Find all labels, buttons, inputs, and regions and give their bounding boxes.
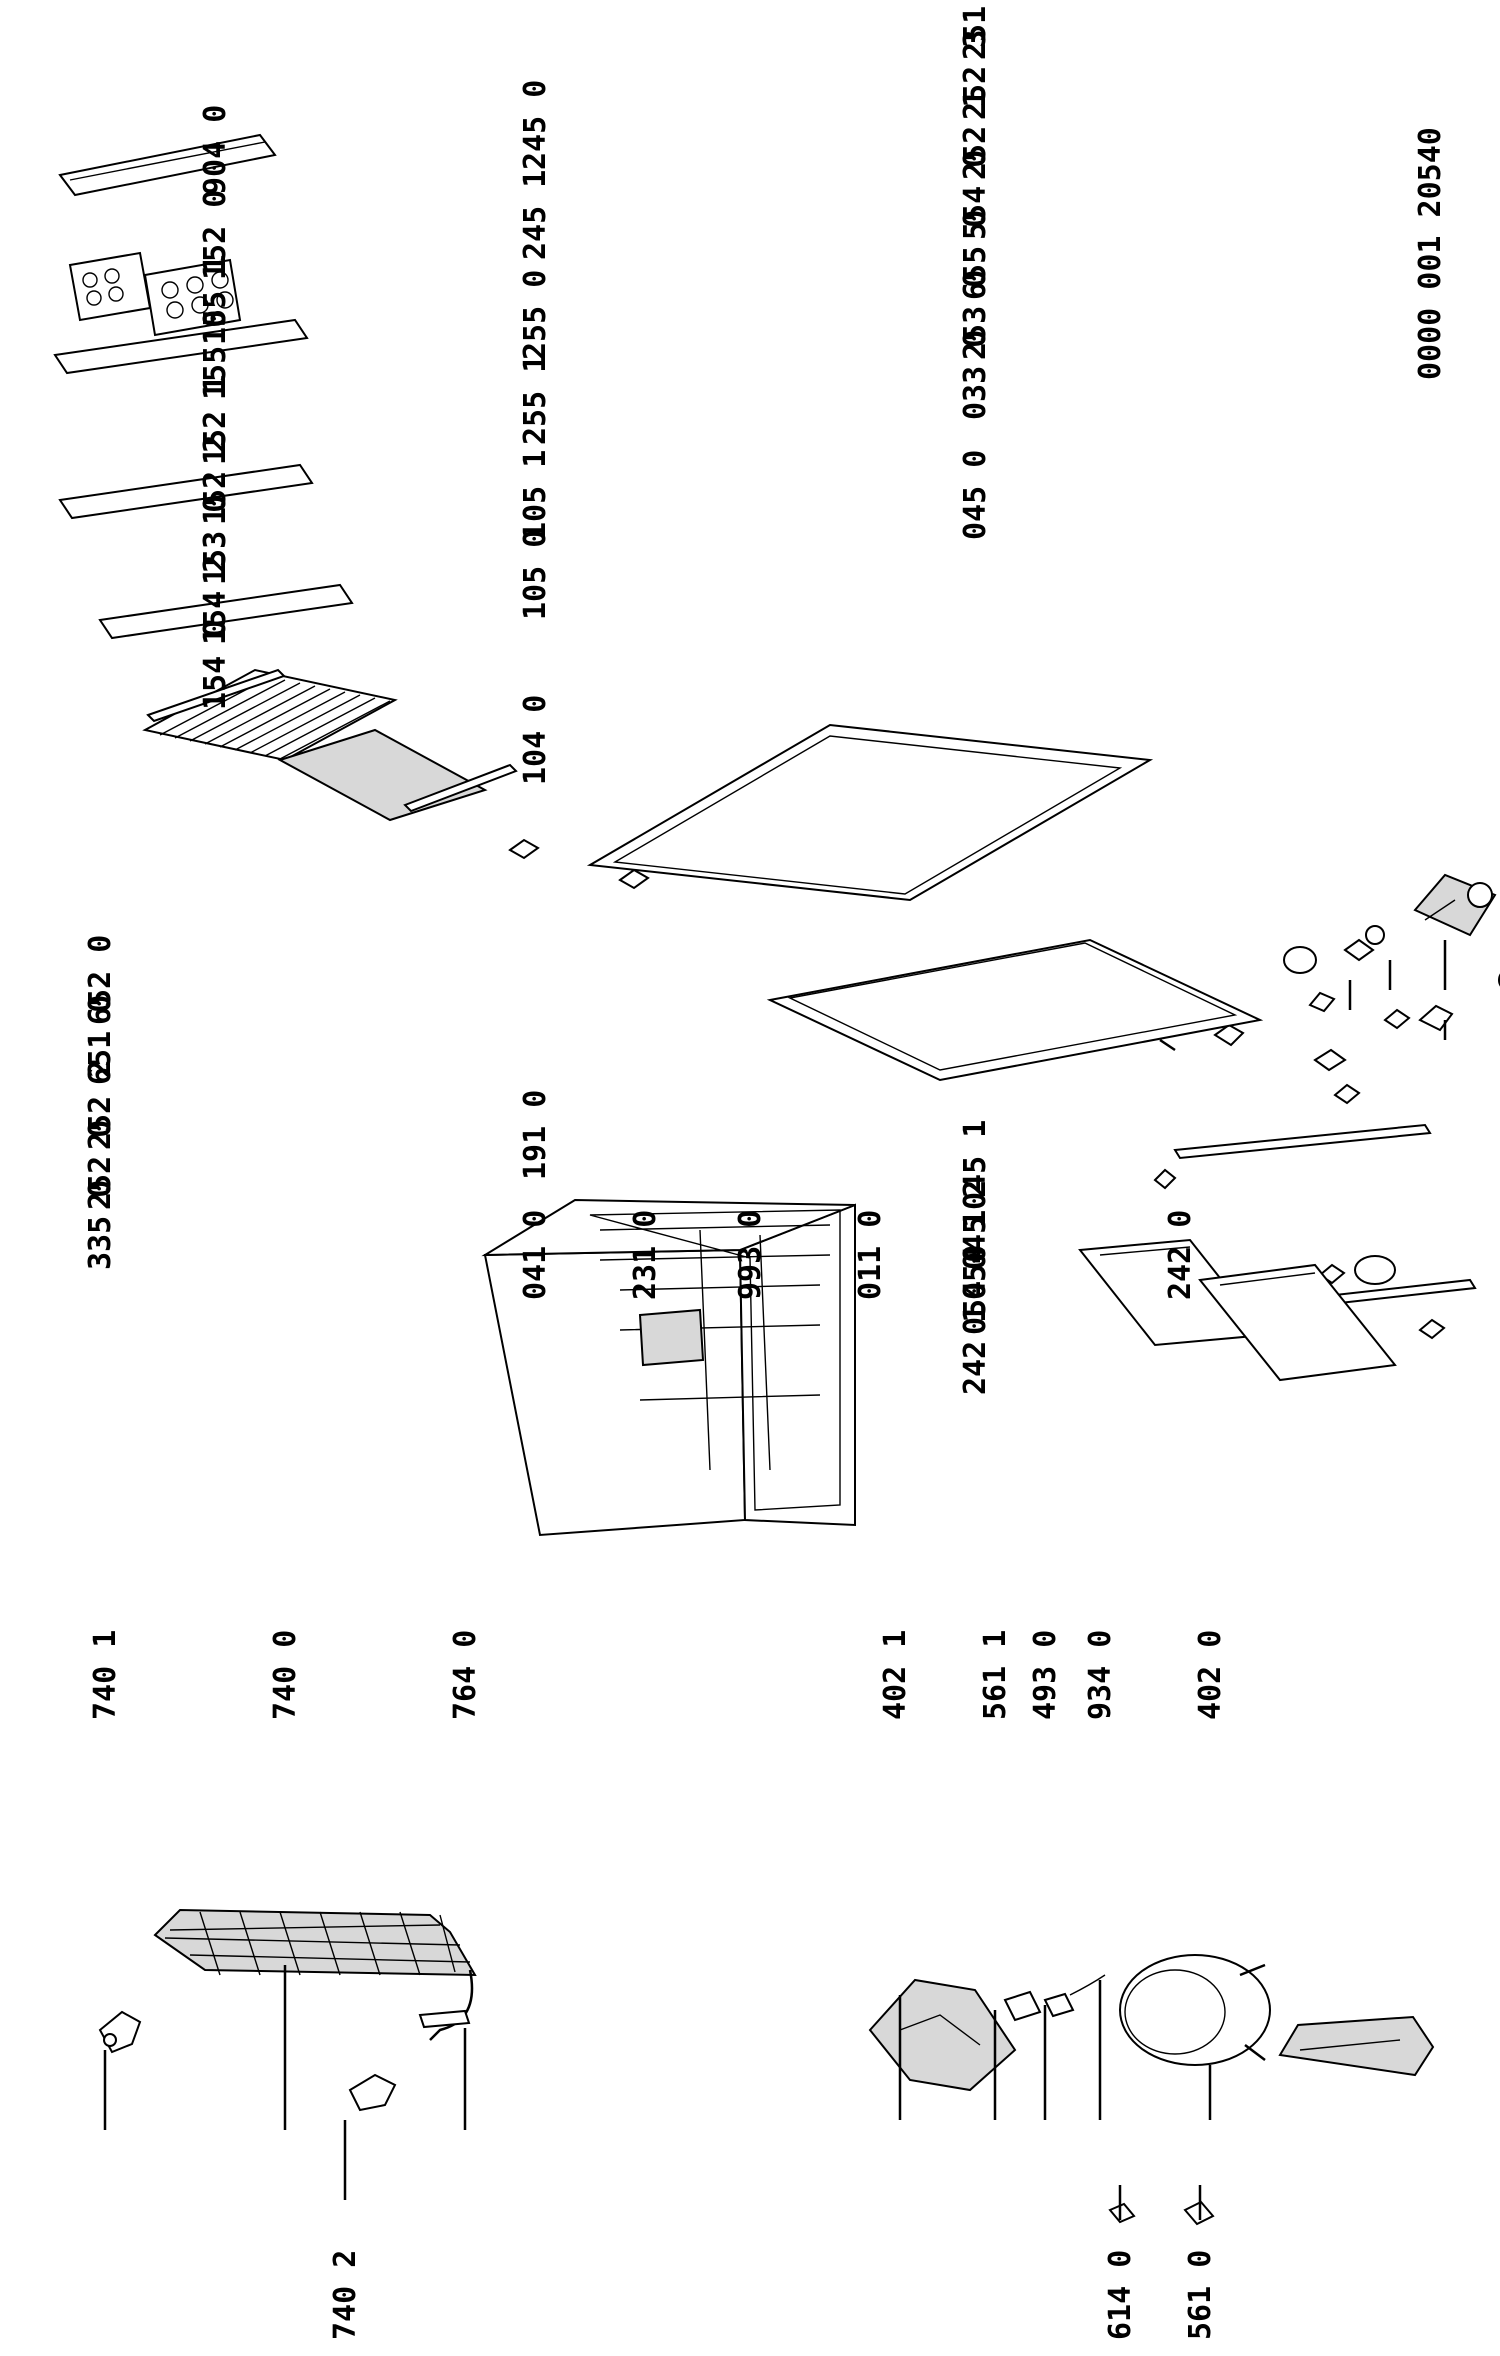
- label-5611: 561 1: [978, 1630, 1013, 1720]
- label-9340: 934 0: [1083, 1630, 1118, 1720]
- part-2521: [1213, 1023, 1245, 1047]
- crisper-2420: [1198, 1263, 1397, 1382]
- label-2530: 253 0: [958, 270, 993, 360]
- block-4930: [1043, 1992, 1075, 2018]
- label-4020: 402 0: [1193, 1630, 1228, 1720]
- document-code: 0000 001 20540: [1413, 127, 1448, 380]
- grommet-6140: [1108, 2202, 1136, 2224]
- label-2421: 242 1: [958, 1305, 993, 1395]
- label-1540: 154 0: [198, 620, 233, 710]
- bin-1540: [98, 583, 354, 640]
- label-2521: 252 1: [958, 90, 993, 180]
- label-2520: 252 0: [83, 1120, 118, 1210]
- label-7640: 764 0: [448, 1630, 483, 1720]
- label-layer: 904 0 152 0 155 1 155 0 152 1 152 2 153 …: [83, 0, 1448, 2340]
- condenser-group: [98, 1908, 1435, 2226]
- shelf-trim-2551: [403, 763, 518, 813]
- bracket-1051: [508, 838, 540, 860]
- label-1551: 155 1: [198, 255, 233, 345]
- bin-1530: [58, 463, 314, 520]
- wire-9340: [1069, 1974, 1106, 1996]
- label-2310: 231 0: [628, 1210, 663, 1300]
- thermostat-2520: [1413, 873, 1497, 937]
- clip-0450: [1153, 1168, 1177, 1190]
- bracket-1050: [618, 868, 650, 890]
- label-4021: 402 1: [878, 1630, 913, 1720]
- label-9930: 993 0: [733, 1210, 768, 1300]
- cabinet-group: [481, 873, 1500, 1537]
- label-7401: 740 1: [88, 1630, 123, 1720]
- door-bins-group: [53, 133, 354, 640]
- lamp-6510: [1343, 925, 1385, 962]
- label-2451: 245 1: [518, 170, 553, 260]
- label-6510: 651 0: [83, 995, 118, 1085]
- label-2510: 251 0: [958, 0, 993, 60]
- gasket-1910: [766, 938, 1264, 1082]
- label-2523: 252 3: [958, 30, 993, 120]
- label-1521: 152 1: [198, 375, 233, 465]
- label-1550: 155 0: [198, 310, 233, 400]
- drier-7640: [418, 2009, 471, 2029]
- label-0110: 011 0: [853, 1210, 888, 1300]
- compressor-4020: [1119, 1954, 1271, 2066]
- foot-0110: [1354, 1255, 1396, 1285]
- label-4930: 493 0: [1028, 1630, 1063, 1720]
- label-5610: 561 0: [1183, 2250, 1218, 2340]
- part-6550: [1383, 1008, 1411, 1030]
- label-2551: 255 1: [518, 355, 553, 445]
- condenser-coil: [153, 1908, 477, 2041]
- label-2450: 245 0: [518, 80, 553, 170]
- knob-6520: [1308, 991, 1336, 1013]
- shelf-trim-2451: [146, 668, 286, 723]
- door-1040: [586, 723, 1154, 902]
- label-1040: 104 0: [518, 695, 553, 785]
- label-5540: 554 0: [958, 150, 993, 240]
- label-0452: 045 2: [958, 1180, 993, 1270]
- relay-5611: [1003, 1990, 1042, 2022]
- label-2420: 242 0: [1163, 1210, 1198, 1300]
- cover-4021: [868, 1978, 1017, 2092]
- bin-1550: [53, 318, 309, 375]
- label-0450: 045 0: [958, 450, 993, 540]
- label-7402: 740 2: [328, 2250, 363, 2340]
- clip-7402: [348, 2073, 397, 2112]
- label-1530: 153 0: [198, 495, 233, 585]
- label-0540: 054 0: [958, 1245, 993, 1335]
- label-1522: 152 2: [198, 435, 233, 525]
- label-0330: 033 0: [958, 330, 993, 420]
- bracket-7401: [98, 2010, 142, 2054]
- egg-tray-1551b: [68, 251, 152, 322]
- rod-2523: [1159, 1038, 1176, 1052]
- label-6140: 614 0: [1103, 2250, 1138, 2340]
- label-2522: 252 2: [83, 1060, 118, 1150]
- label-3350: 335 0: [83, 1180, 118, 1270]
- label-1910: 191 0: [518, 1090, 553, 1180]
- label-0410: 041 0: [518, 1210, 553, 1300]
- knob-5540: [1283, 946, 1317, 974]
- part-2522: [1418, 1004, 1454, 1032]
- shelves-group: [142, 668, 1264, 1082]
- egg-tray-1551: [143, 258, 242, 337]
- part-2510: [1313, 1048, 1347, 1072]
- bin-1520: [58, 133, 277, 197]
- hinge-0541: [1418, 1318, 1446, 1340]
- baseplate: [1278, 2015, 1435, 2077]
- label-1520: 152 0: [198, 190, 233, 280]
- part-2530: [1333, 1083, 1361, 1105]
- label-0451: 045 1: [958, 1120, 993, 1210]
- label-1051: 105 1: [518, 450, 553, 540]
- rail-0330: [1173, 1123, 1432, 1160]
- cabinet-0410: [481, 1198, 856, 1537]
- label-1542: 154 2: [198, 555, 233, 645]
- label-6550: 655 0: [958, 210, 993, 300]
- label-6520: 652 0: [83, 935, 118, 1025]
- label-9040: 904 0: [198, 105, 233, 195]
- label-7400: 740 0: [268, 1630, 303, 1720]
- label-0541: 054 1: [958, 1210, 993, 1300]
- label-2550: 255 0: [518, 270, 553, 360]
- label-1050: 105 0: [518, 530, 553, 620]
